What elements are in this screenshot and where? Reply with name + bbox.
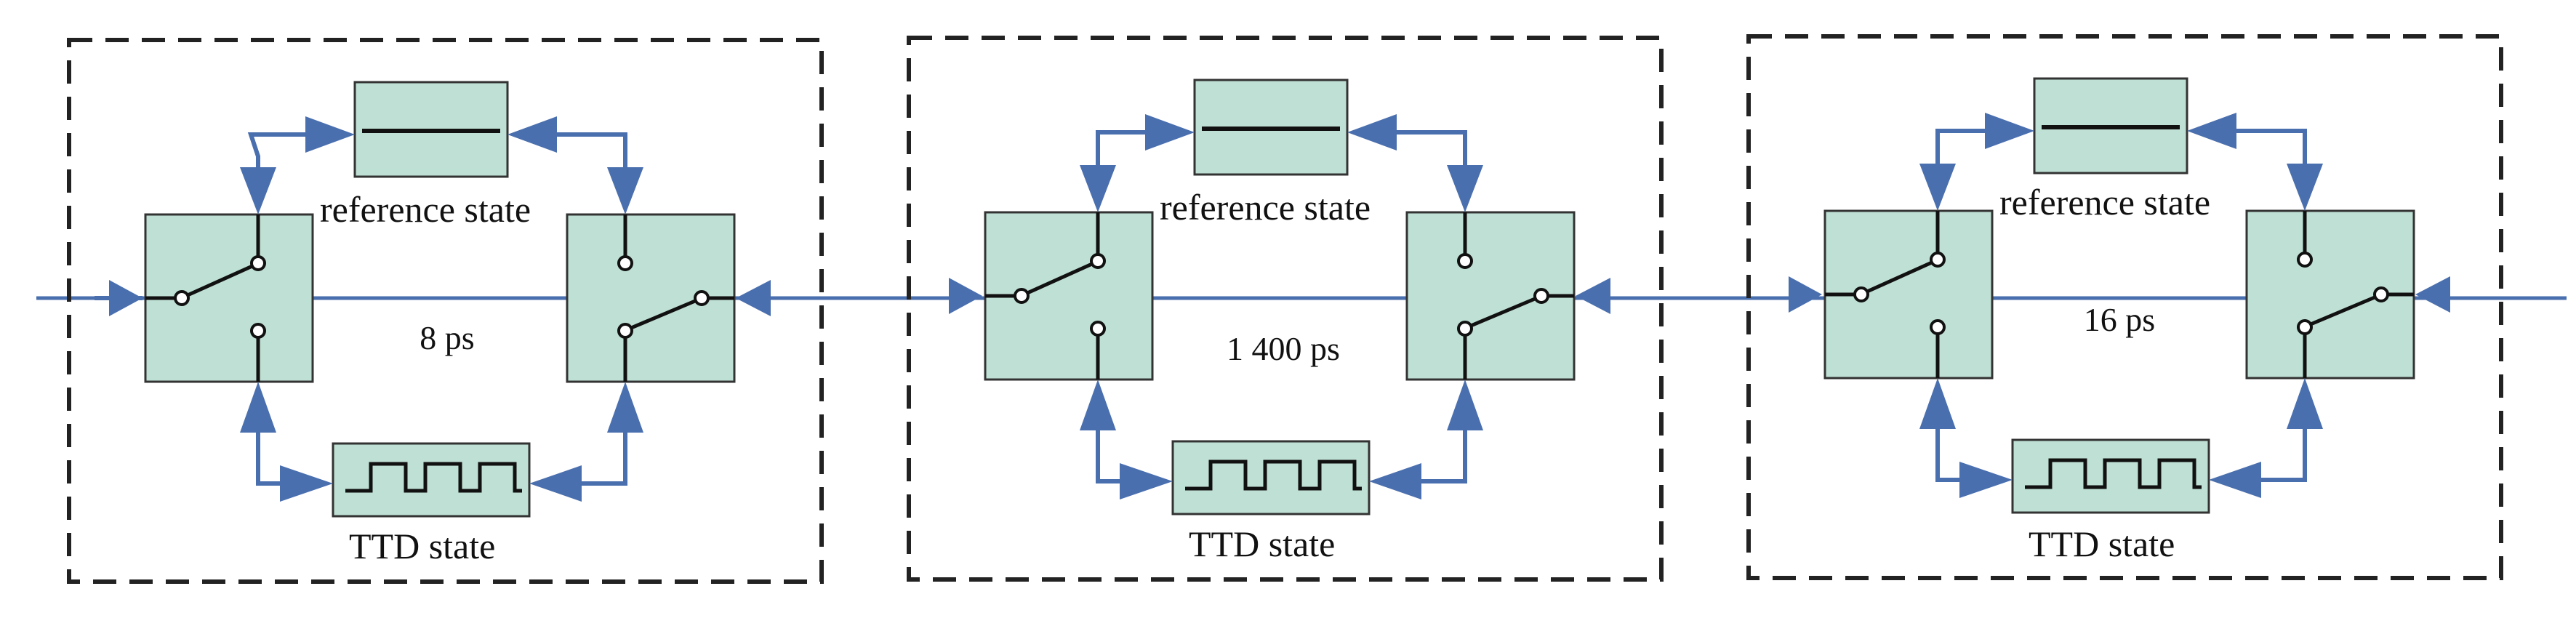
ttd-state-label: TTD state bbox=[349, 526, 495, 566]
arrowhead bbox=[1959, 462, 2013, 498]
arrowhead bbox=[1447, 380, 1483, 430]
spdt-switch-icon bbox=[1825, 211, 1946, 378]
arrowhead bbox=[1120, 463, 1173, 499]
square-wave-icon bbox=[2025, 458, 2202, 489]
square-wave-icon bbox=[345, 462, 522, 493]
arrowhead bbox=[507, 116, 557, 153]
arrowhead bbox=[2187, 113, 2236, 149]
arrowhead bbox=[2209, 462, 2261, 498]
square-wave-icon bbox=[1185, 460, 1362, 491]
stage-2: reference state TTD state 1 400 ps bbox=[907, 36, 1664, 582]
arrowhead bbox=[240, 167, 276, 214]
output-arrowhead bbox=[1576, 278, 1610, 314]
spdt-switch-icon bbox=[145, 214, 266, 382]
route-bottom-left bbox=[1096, 387, 1165, 483]
stage-border bbox=[67, 38, 824, 584]
arrowhead bbox=[1985, 113, 2034, 149]
arrowhead bbox=[529, 465, 582, 502]
input-arrowhead bbox=[949, 278, 982, 314]
arrowhead bbox=[1145, 114, 1195, 151]
arrowhead bbox=[2287, 378, 2323, 429]
ttd-box bbox=[1171, 440, 1371, 515]
route-bottom-left bbox=[1935, 385, 2005, 482]
ttd-state-label: TTD state bbox=[1189, 523, 1335, 564]
reference-state-label: reference state bbox=[320, 189, 531, 230]
spdt-switch-icon bbox=[1457, 212, 1574, 380]
arrowhead bbox=[1447, 165, 1483, 212]
spdt-switch-icon bbox=[2297, 211, 2414, 378]
arrowhead bbox=[1919, 378, 1956, 429]
delay-label: 8 ps bbox=[420, 319, 474, 356]
ttd-box bbox=[332, 442, 531, 518]
arrowhead bbox=[1080, 380, 1116, 430]
arrowhead bbox=[280, 465, 333, 502]
spdt-switch-icon bbox=[617, 214, 734, 382]
arrowhead bbox=[2287, 164, 2323, 211]
stage-border bbox=[907, 36, 1664, 582]
arrowhead bbox=[240, 382, 276, 433]
output-arrowhead bbox=[2415, 276, 2450, 313]
delay-label: 1 400 ps bbox=[1227, 330, 1340, 367]
stage-border bbox=[1746, 34, 2503, 580]
arrowhead bbox=[607, 167, 643, 214]
ttd-box bbox=[2011, 438, 2210, 514]
reference-state-label: reference state bbox=[1999, 182, 2210, 222]
delay-label: 16 ps bbox=[2084, 301, 2155, 338]
arrowhead bbox=[1919, 164, 1956, 211]
output-arrowhead bbox=[736, 280, 771, 316]
route-bottom-left bbox=[256, 389, 326, 486]
arrowhead bbox=[1369, 463, 1421, 499]
arrowhead bbox=[607, 382, 643, 433]
arrowhead bbox=[1347, 114, 1397, 151]
input-arrowhead bbox=[109, 280, 143, 316]
spdt-switch-icon bbox=[985, 212, 1106, 380]
stage-1: reference state TTD state 8 ps bbox=[67, 38, 824, 584]
arrowhead bbox=[1080, 165, 1116, 212]
arrowhead bbox=[305, 116, 355, 153]
stage-3: reference state TTD state 16 ps bbox=[1746, 34, 2503, 580]
reference-state-label: reference state bbox=[1160, 187, 1371, 228]
input-arrowhead bbox=[1789, 276, 1822, 313]
ttd-state-label: TTD state bbox=[2029, 523, 2175, 564]
